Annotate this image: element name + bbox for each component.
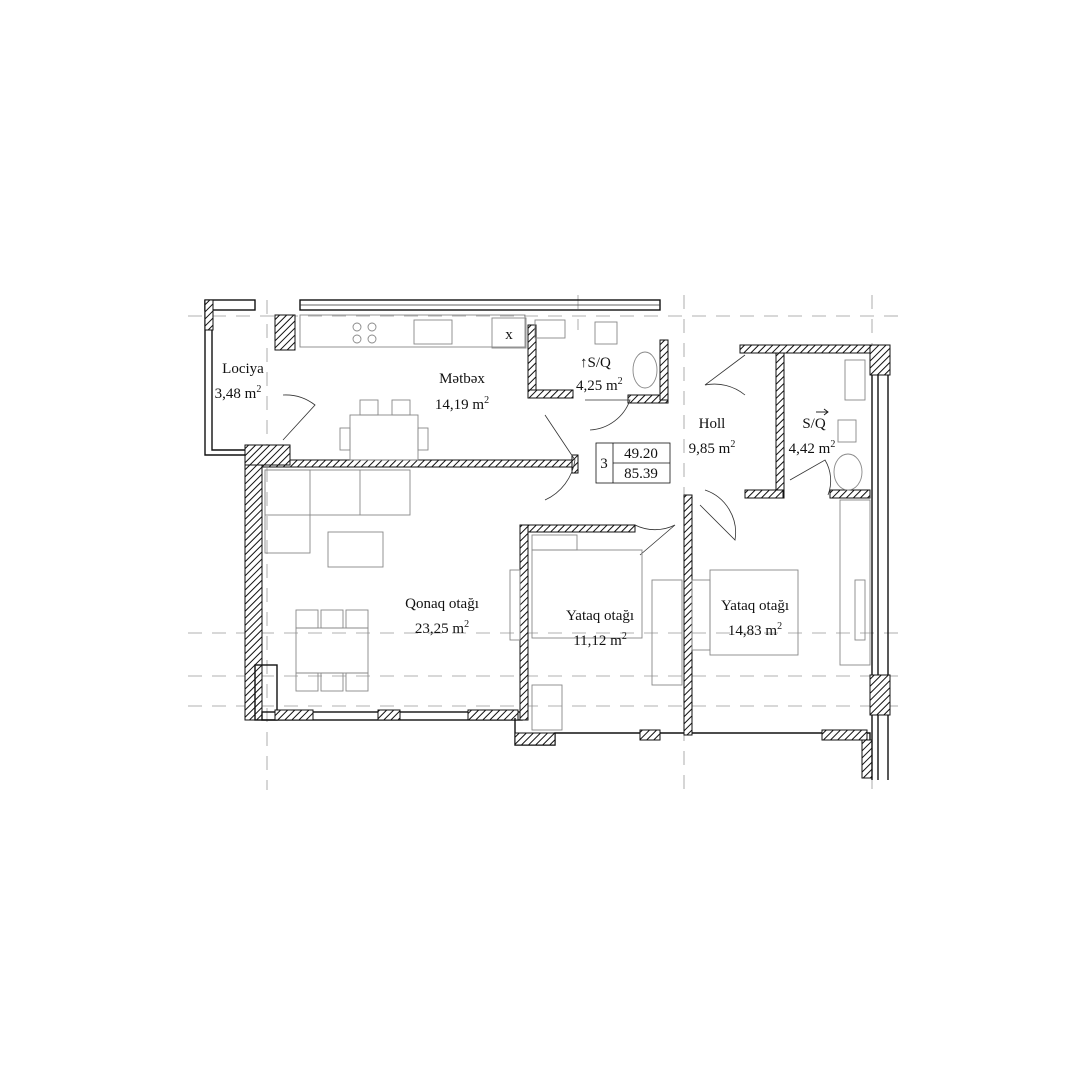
lociya-name: Lociya bbox=[222, 361, 264, 377]
sq2-arrow-head bbox=[823, 408, 829, 416]
qonaq-name: Qonaq otağı bbox=[405, 596, 479, 612]
kitchen-sign: x bbox=[505, 327, 513, 343]
holl-area: 9,85 m2 bbox=[689, 439, 736, 457]
sq2-name: S/Q bbox=[802, 416, 826, 432]
holl-name: Holl bbox=[699, 416, 726, 432]
yataq2-name: Yataq otağı bbox=[721, 598, 789, 614]
rooms-count: 3 bbox=[600, 456, 608, 472]
lociya-area: 3,48 m2 bbox=[215, 384, 262, 402]
yataq1-area: 11,12 m2 bbox=[573, 631, 627, 649]
interior-walls bbox=[244, 314, 871, 736]
qonaq-area: 23,25 m2 bbox=[415, 619, 469, 637]
exterior-walls bbox=[204, 299, 891, 780]
metbex-name: Mətbəx bbox=[439, 371, 485, 387]
total-area: 85.39 bbox=[624, 466, 658, 482]
sq1-name: ↑S/Q bbox=[580, 355, 611, 371]
room-labels: Lociya 3,48 m2 Mətbəx 14,19 m2 ↑S/Q 4,25… bbox=[215, 327, 836, 649]
sq1-arrow: ↑ bbox=[580, 355, 588, 371]
furniture bbox=[264, 314, 871, 731]
living-area: 49.20 bbox=[624, 446, 658, 462]
yataq2-area: 14,83 m2 bbox=[728, 621, 782, 639]
summary-box: 3 49.20 85.39 bbox=[595, 442, 671, 484]
sq1-area: 4,25 m2 bbox=[576, 376, 623, 394]
metbex-area: 14,19 m2 bbox=[435, 395, 489, 413]
yataq1-name: Yataq otağı bbox=[566, 608, 634, 624]
sq2-area: 4,42 m2 bbox=[789, 439, 836, 457]
doors bbox=[282, 354, 832, 556]
